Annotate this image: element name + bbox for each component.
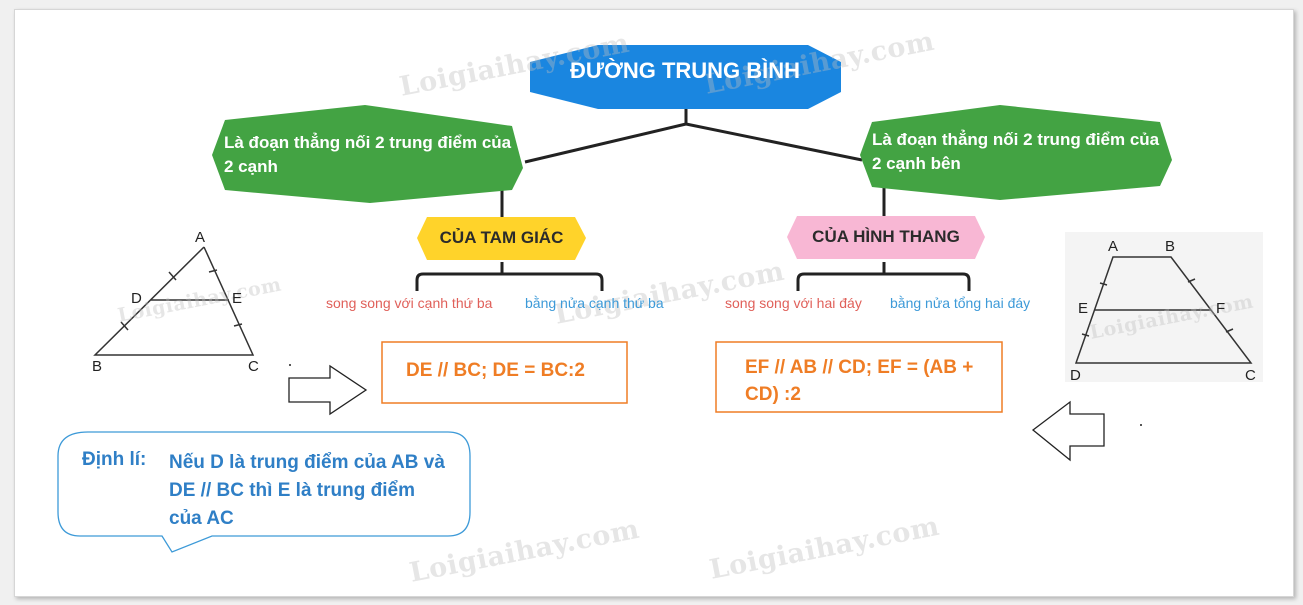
left-definition-box <box>212 105 523 203</box>
right-definition-box <box>860 105 1172 200</box>
triangle-half-label: bằng nửa cạnh thứ ba <box>525 295 664 311</box>
right-formula-box <box>715 341 1003 413</box>
triangle-point-e: E <box>232 290 243 307</box>
hollow-left-arrow-icon <box>1031 400 1105 462</box>
trapezoid-formula: EF // AB // CD; EF = (AB + CD) :2 <box>745 357 974 405</box>
trapezoid-point-e: E <box>1078 300 1089 317</box>
left-definition-text: Là đoạn thẳng nối 2 trung điểm của 2 cạn… <box>224 133 512 176</box>
hollow-right-arrow-icon <box>288 364 368 416</box>
trapezoid-point-d: D <box>1070 367 1081 384</box>
trapezoid-figure <box>1074 256 1253 364</box>
left-formula-box <box>381 341 628 404</box>
trapezoid-point-c: C <box>1245 367 1256 384</box>
title-box <box>530 45 841 109</box>
trapezoid-parallel-label: song song với hai đáy <box>725 295 862 311</box>
triangle-parallel-label: song song với cạnh thứ ba <box>326 295 493 311</box>
triangle-formula: DE // BC; DE = BC:2 <box>406 360 585 381</box>
triangle-tag: CỦA TAM GIÁC <box>439 228 564 247</box>
trapezoid-tag: CỦA HÌNH THANG <box>812 227 960 246</box>
trapezoid-half-label: bằng nửa tổng hai đáy <box>890 295 1031 311</box>
right-definition-text: Là đoạn thẳng nối 2 trung điểm của 2 cạn… <box>872 130 1160 173</box>
page-title: ĐƯỜNG TRUNG BÌNH <box>569 58 801 83</box>
triangle-figure <box>93 246 255 356</box>
connector-lines <box>415 106 971 291</box>
trapezoid-point-f: F <box>1216 300 1226 317</box>
triangle-point-c: C <box>248 358 259 375</box>
theorem-label: Định lí: <box>82 449 147 470</box>
triangle-point-a: A <box>195 229 206 246</box>
theorem-bubble <box>57 431 471 553</box>
trapezoid-point-b: B <box>1165 238 1176 255</box>
trapezoid-point-a: A <box>1108 238 1119 255</box>
theorem-text: Nếu D là trung điểm của AB và DE // BC t… <box>169 452 445 529</box>
triangle-point-b: B <box>92 358 103 375</box>
triangle-tag-box <box>417 217 586 260</box>
trapezoid-tag-box <box>787 216 985 259</box>
triangle-point-d: D <box>131 290 142 307</box>
